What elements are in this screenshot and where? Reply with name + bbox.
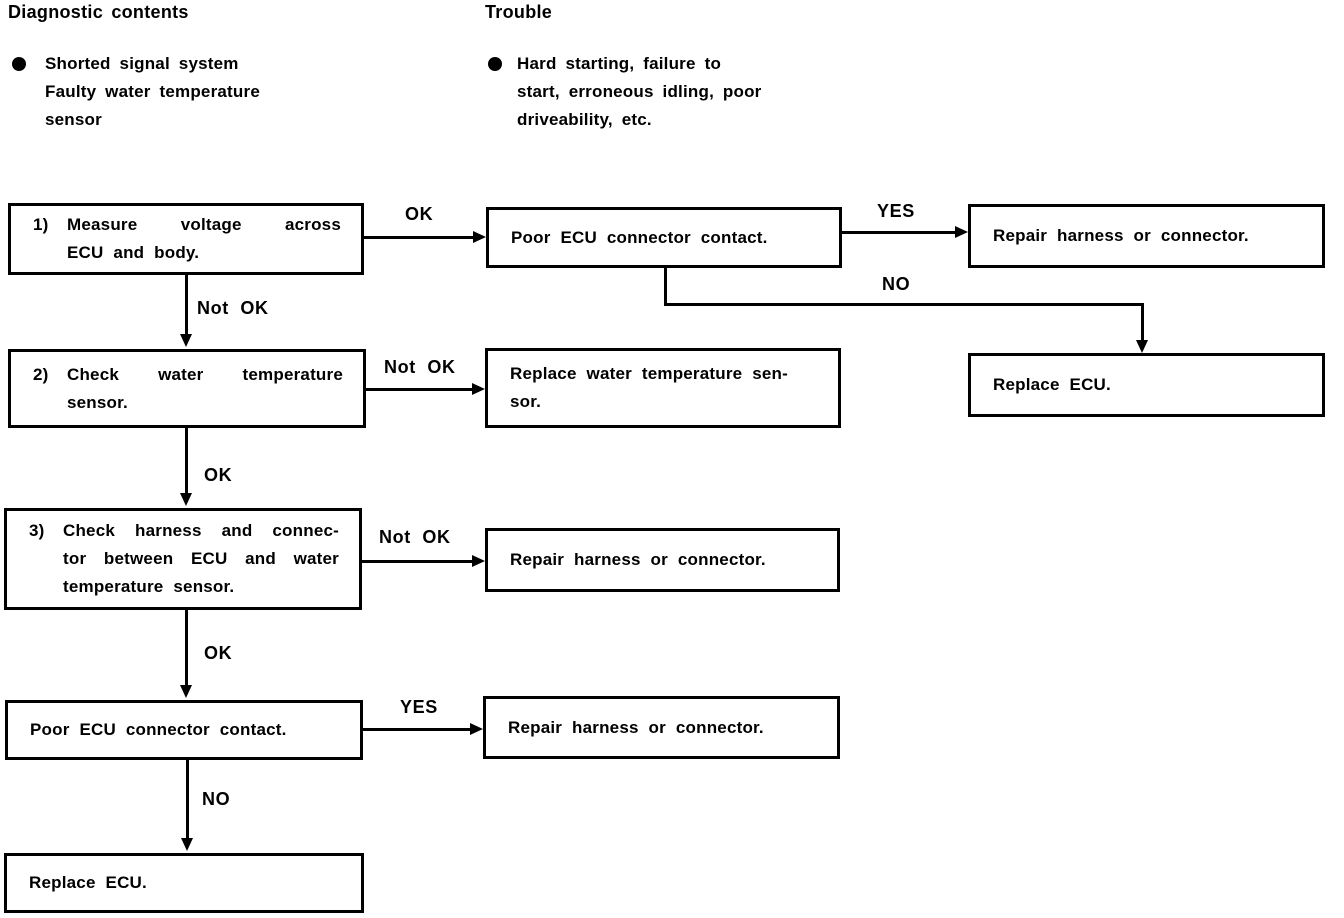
trouble-line-2: start, erroneous idling, poor bbox=[517, 82, 762, 101]
trouble-line-3: driveability, etc. bbox=[517, 110, 652, 129]
connector-notok1-line bbox=[185, 275, 188, 336]
step1-line-2: ECU and body. bbox=[67, 243, 200, 262]
step1-line-1: Measure voltage across bbox=[67, 215, 341, 234]
connector-yes1-line bbox=[842, 231, 956, 234]
arrow-right-icon bbox=[472, 555, 485, 567]
node-repair-mid: Repair harness or connector. bbox=[485, 528, 840, 592]
connector-yes2-line bbox=[363, 728, 471, 731]
diagnostic-line-2: Faulty water temperature bbox=[45, 82, 260, 101]
replace-ecu-bottom-line: Replace ECU. bbox=[29, 873, 147, 892]
step1-number: 1) bbox=[33, 215, 49, 234]
replace-water-line-2: sor. bbox=[510, 392, 542, 411]
arrow-down-icon bbox=[180, 493, 192, 506]
label-no2: NO bbox=[202, 789, 231, 809]
label-yes2: YES bbox=[400, 697, 438, 717]
connector-ok3-line bbox=[185, 610, 188, 687]
bullet-icon bbox=[12, 57, 26, 71]
connector-notok2-line bbox=[366, 388, 475, 391]
trouble-text: Hard starting, failure to start, erroneo… bbox=[517, 50, 762, 134]
step3-text: Check harness and connec- tor between EC… bbox=[63, 517, 339, 601]
trouble-item: Hard starting, failure to start, erroneo… bbox=[488, 50, 762, 134]
trouble-title: Trouble bbox=[485, 2, 553, 22]
replace-water-line-1: Replace water temperature sen- bbox=[510, 364, 788, 383]
step3-number: 3) bbox=[29, 521, 45, 540]
label-ok1: OK bbox=[405, 204, 434, 224]
bullet-icon bbox=[488, 57, 502, 71]
label-yes1: YES bbox=[877, 201, 915, 221]
label-ok2: OK bbox=[204, 465, 233, 485]
label-notok3: Not OK bbox=[379, 527, 451, 547]
diagnostic-contents-text: Shorted signal system Faulty water tempe… bbox=[45, 50, 260, 134]
diagnostic-line-3: sensor bbox=[45, 110, 102, 129]
replace-ecu-top-line: Replace ECU. bbox=[993, 375, 1111, 394]
node-replace-water-sensor: Replace water temperature sen- sor. bbox=[485, 348, 841, 428]
poor-ecu-top-line: Poor ECU connector contact. bbox=[511, 227, 768, 247]
connector-no1-segment-across bbox=[664, 303, 1144, 306]
step3-line-1: Check harness and connec- bbox=[63, 521, 339, 540]
connector-notok3-line bbox=[362, 560, 473, 563]
replace-water-sensor-text: Replace water temperature sen- sor. bbox=[510, 360, 818, 416]
arrow-down-icon bbox=[180, 685, 192, 698]
step3-line-2: tor between ECU and water bbox=[63, 549, 339, 568]
label-notok1: Not OK bbox=[197, 298, 269, 318]
arrow-down-icon bbox=[1136, 340, 1148, 353]
repair-top-text: Repair harness or connector. bbox=[993, 222, 1302, 250]
connector-no1-segment-drop bbox=[1141, 303, 1144, 342]
node-replace-ecu-bottom: Replace ECU. bbox=[4, 853, 364, 913]
arrow-right-icon bbox=[470, 723, 483, 735]
arrow-down-icon bbox=[181, 838, 193, 851]
replace-ecu-top-text: Replace ECU. bbox=[993, 371, 1302, 399]
node-step3: 3) Check harness and connec- tor between… bbox=[4, 508, 362, 610]
node-replace-ecu-top: Replace ECU. bbox=[968, 353, 1325, 417]
label-no1: NO bbox=[882, 274, 911, 294]
connector-ok2-line bbox=[185, 428, 188, 495]
step2-line-2: sensor. bbox=[67, 392, 128, 412]
replace-ecu-bottom-text: Replace ECU. bbox=[29, 869, 341, 897]
label-ok3: OK bbox=[204, 643, 233, 663]
node-poor-ecu-top: Poor ECU connector contact. bbox=[486, 207, 842, 268]
repair-mid-line: Repair harness or connector. bbox=[510, 550, 766, 569]
node-step1: 1) Measure voltage across ECU and body. bbox=[8, 203, 364, 275]
repair-mid-text: Repair harness or connector. bbox=[510, 546, 817, 574]
trouble-line-1: Hard starting, failure to bbox=[517, 54, 722, 73]
arrow-down-icon bbox=[180, 334, 192, 347]
arrow-right-icon bbox=[472, 383, 485, 395]
repair-bottom-text: Repair harness or connector. bbox=[508, 714, 817, 742]
diagnostic-contents-title: Diagnostic contents bbox=[8, 2, 189, 22]
poor-ecu-bottom-text: Poor ECU connector contact. bbox=[30, 716, 340, 744]
repair-top-line: Repair harness or connector. bbox=[993, 226, 1249, 245]
node-step2: 2) Check water temperature sensor. bbox=[8, 349, 366, 428]
step2-text: Check water temperature sensor. bbox=[67, 361, 343, 417]
diagnostic-line-1: Shorted signal system bbox=[45, 54, 239, 73]
arrow-right-icon bbox=[955, 226, 968, 238]
node-repair-top: Repair harness or connector. bbox=[968, 204, 1325, 268]
connector-no2-line bbox=[186, 760, 189, 840]
step3-line-3: temperature sensor. bbox=[63, 577, 235, 596]
poor-ecu-top-text: Poor ECU connector contact. bbox=[511, 224, 819, 252]
step2-number: 2) bbox=[33, 364, 49, 384]
connector-no1-segment-down bbox=[664, 268, 667, 306]
step2-line-1: Check water temperature bbox=[67, 364, 343, 384]
poor-ecu-bottom-line: Poor ECU connector contact. bbox=[30, 720, 287, 739]
diagnostic-contents-item: Shorted signal system Faulty water tempe… bbox=[12, 50, 260, 134]
label-notok2: Not OK bbox=[384, 357, 456, 377]
repair-bottom-line: Repair harness or connector. bbox=[508, 717, 764, 737]
arrow-right-icon bbox=[473, 231, 486, 243]
connector-ok1-line bbox=[364, 236, 475, 239]
node-repair-bottom: Repair harness or connector. bbox=[483, 696, 840, 759]
step1-text: Measure voltage across ECU and body. bbox=[67, 211, 341, 267]
node-poor-ecu-bottom: Poor ECU connector contact. bbox=[5, 700, 363, 760]
